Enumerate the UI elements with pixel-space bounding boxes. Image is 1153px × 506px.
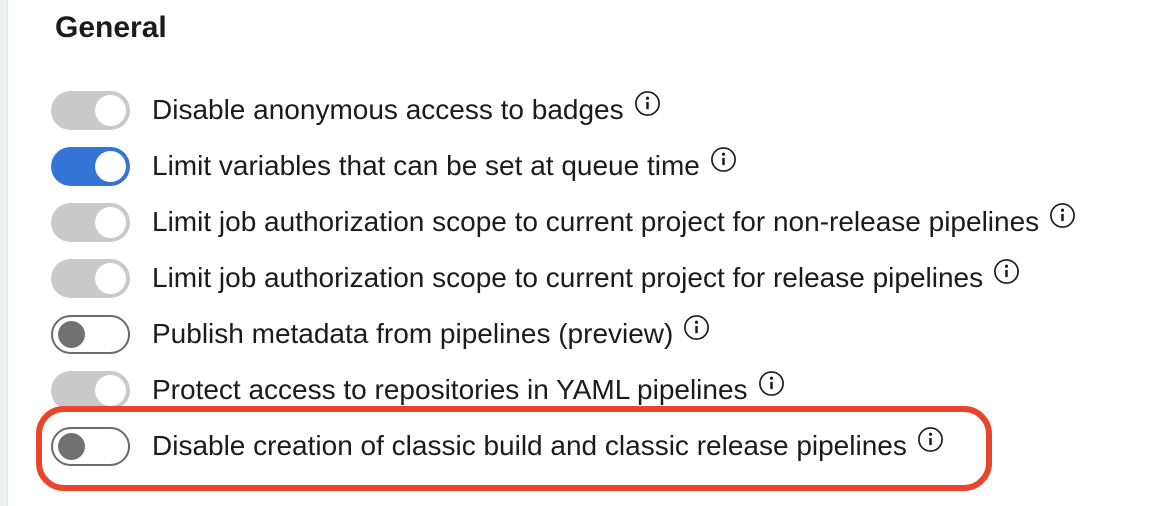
setting-row-job-auth-scope-nonrelease: Limit job authorization scope to current… (51, 194, 1131, 250)
toggle-publish-metadata[interactable] (51, 314, 130, 354)
toggle-knob (95, 94, 126, 126)
settings-list: Disable anonymous access to badges Limit… (51, 82, 1131, 474)
toggle-knob (95, 206, 126, 238)
section-title: General (55, 11, 167, 44)
info-icon[interactable] (634, 90, 661, 117)
toggle-limit-queue-variables[interactable] (51, 146, 130, 186)
toggle-job-auth-scope-nonrelease[interactable] (51, 202, 130, 242)
setting-row-publish-metadata: Publish metadata from pipelines (preview… (51, 306, 1131, 362)
info-icon[interactable] (993, 258, 1020, 285)
setting-label: Limit job authorization scope to current… (152, 206, 1040, 237)
left-panel-edge (0, 0, 8, 506)
toggle-protect-repo-access[interactable] (51, 370, 130, 410)
toggle-knob (95, 150, 126, 182)
toggle-knob (95, 374, 126, 406)
toggle-knob (58, 432, 85, 460)
setting-row-disable-classic-pipelines: Disable creation of classic build and cl… (51, 418, 1131, 474)
setting-row-job-auth-scope-release: Limit job authorization scope to current… (51, 250, 1131, 306)
toggle-job-auth-scope-release[interactable] (51, 258, 130, 298)
setting-label: Disable anonymous access to badges (152, 94, 624, 125)
toggle-knob (95, 262, 126, 294)
info-icon[interactable] (1049, 202, 1076, 229)
info-icon[interactable] (710, 146, 737, 173)
setting-label: Publish metadata from pipelines (preview… (152, 318, 674, 349)
setting-row-protect-repo-access: Protect access to repositories in YAML p… (51, 362, 1131, 418)
toggle-disable-classic-pipelines[interactable] (51, 426, 130, 466)
setting-label: Limit variables that can be set at queue… (152, 150, 700, 181)
setting-label: Disable creation of classic build and cl… (152, 430, 907, 461)
setting-label: Protect access to repositories in YAML p… (152, 374, 748, 405)
toggle-disable-anonymous-badges[interactable] (51, 90, 130, 130)
toggle-knob (58, 320, 85, 348)
info-icon[interactable] (917, 426, 944, 453)
info-icon[interactable] (758, 370, 785, 397)
info-icon[interactable] (683, 314, 710, 341)
setting-row-disable-anonymous-badges: Disable anonymous access to badges (51, 82, 1131, 138)
setting-label: Limit job authorization scope to current… (152, 262, 984, 293)
setting-row-limit-queue-variables: Limit variables that can be set at queue… (51, 138, 1131, 194)
